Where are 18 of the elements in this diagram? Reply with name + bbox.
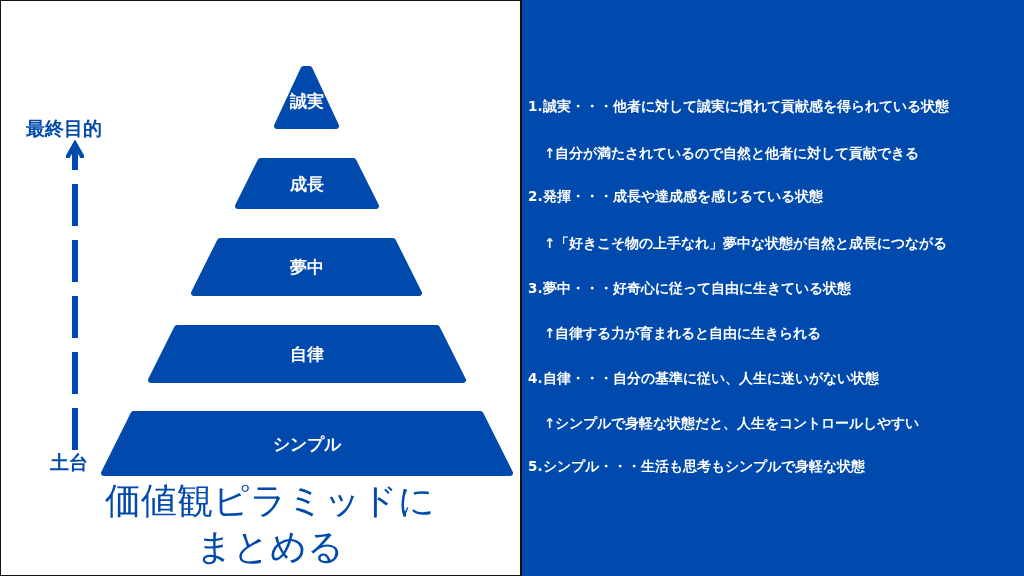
description-text: 5.シンプル・・・生活も思考もシンプルで身軽な状態 <box>528 458 865 476</box>
description-text: 2.発揮・・・成長や達成感を感じるている状態 <box>528 188 823 206</box>
description-text: 1.誠実・・・他者に対して誠実に慣れて貢献感を得られている状態 <box>528 98 949 116</box>
description-text: 3.夢中・・・好奇心に従って自由に生きている状態 <box>528 280 851 298</box>
description-text: ↑自分が満たされているので自然と他者に対して貢献できる <box>544 145 920 163</box>
axis-label: 土台 <box>50 450 88 476</box>
layer-label: 自律 <box>289 343 325 366</box>
description-text: ↑自律する力が育まれると自由に生きられる <box>544 325 822 343</box>
layer-label: 夢中 <box>288 256 325 279</box>
layer-label: 成長 <box>289 172 325 196</box>
description-text: ↑シンプルで身軽な状態だと、人生をコントロールしやすい <box>544 415 920 433</box>
title: 価値観ピラミッドにまとめる <box>104 479 436 569</box>
dashed-arrow <box>65 141 85 450</box>
layer-label: 誠実 <box>288 89 325 113</box>
axis-label: 最終目的 <box>26 116 102 142</box>
description-text: ↑「好きこそ物の上手なれ」夢中な状態が自然と成長につながる <box>544 235 948 253</box>
description-text: 4.自律・・・自分の基準に従い、人生に迷いがない状態 <box>528 370 879 388</box>
layer-label: シンプル <box>272 432 343 456</box>
